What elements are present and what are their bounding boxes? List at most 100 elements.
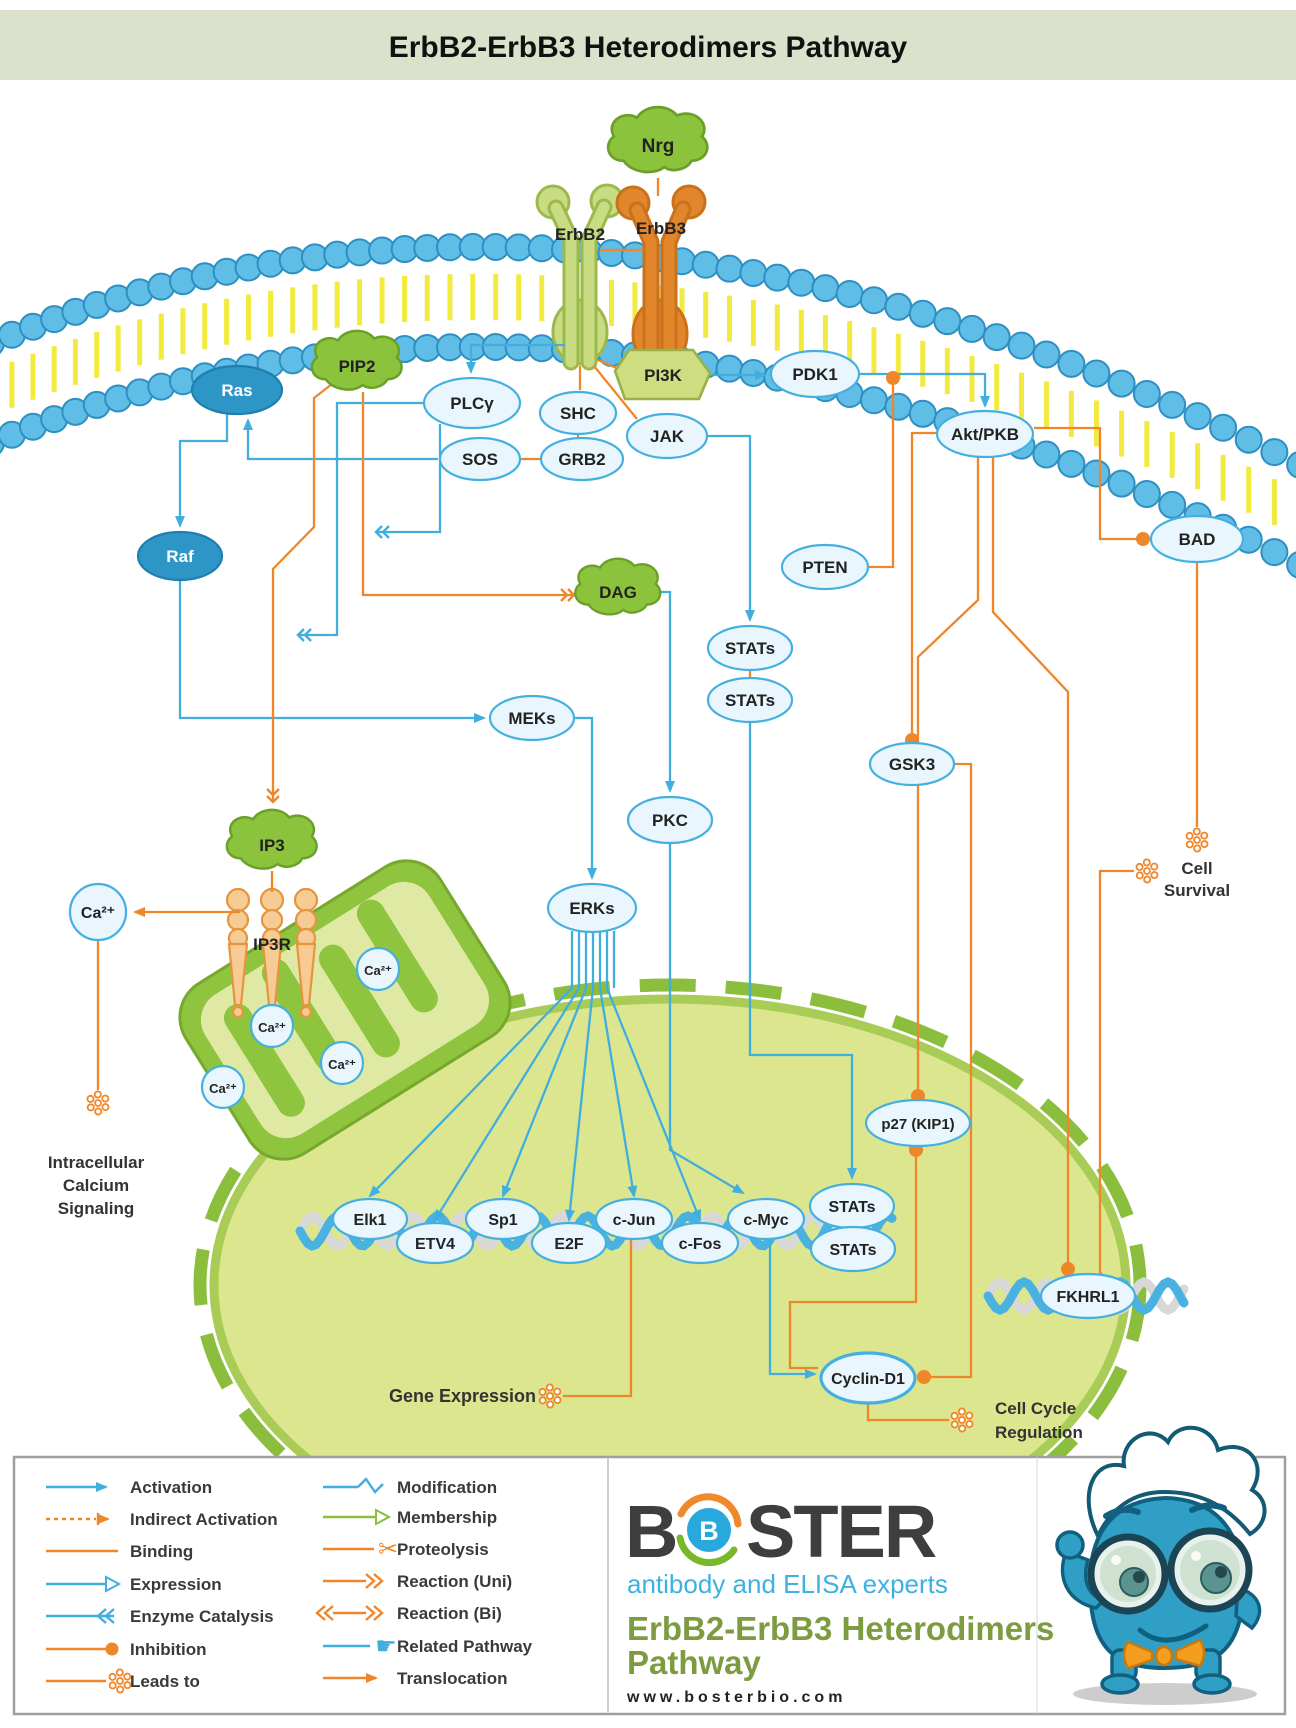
node-label-erks: ERKs xyxy=(569,899,614,918)
node-label-raf: Raf xyxy=(166,547,194,566)
receptor-erbb3 xyxy=(615,184,707,381)
logo-letters-ster: STER xyxy=(746,1490,936,1573)
intracellular-line1: Intracellular xyxy=(48,1153,145,1172)
svg-text:✂: ✂ xyxy=(378,1536,398,1563)
node-nrg: Nrg xyxy=(606,105,709,174)
node-label-cyclind1: Cyclin-D1 xyxy=(831,1371,905,1388)
node-label-cfos: c-Fos xyxy=(679,1236,722,1253)
legend-inhibition: Inhibition xyxy=(130,1640,206,1659)
node-label-cmyc: c-Myc xyxy=(743,1212,788,1229)
node-erks: ERKs xyxy=(546,882,638,934)
title-bar: ErbB2-ErbB3 Heterodimers Pathway xyxy=(0,10,1296,80)
node-label-ca-er1: Ca²⁺ xyxy=(364,963,392,978)
node-pten: PTEN xyxy=(780,543,870,591)
node-label-sp1: Sp1 xyxy=(488,1212,517,1229)
mascot-eyebrow-left xyxy=(1103,1506,1141,1519)
node-ip3: IP3 xyxy=(225,808,318,870)
node-label-pip2: PIP2 xyxy=(339,357,376,376)
node-p27: p27 (KIP1) xyxy=(864,1098,972,1148)
node-label-stats3: STATs xyxy=(828,1199,875,1216)
mascot xyxy=(1055,1425,1267,1705)
node-label-grb2: GRB2 xyxy=(558,450,605,469)
node-plcg: PLCγ xyxy=(422,376,522,430)
mascot-bowtie-knot xyxy=(1154,1645,1174,1667)
mascot-eye-left xyxy=(1119,1567,1149,1597)
node-label-plcg: PLCγ xyxy=(450,394,494,413)
node-label-sos: SOS xyxy=(462,450,498,469)
legend-membership: Membership xyxy=(397,1508,497,1527)
ip3r-label: IP3R xyxy=(253,935,291,954)
node-etv4: ETV4 xyxy=(395,1221,475,1265)
ip3r-channels xyxy=(225,887,319,1019)
node-ca-er4: Ca²⁺ xyxy=(200,1064,246,1110)
node-label-stats2: STATs xyxy=(725,691,775,710)
legend-labels: Activation Indirect Activation Binding E… xyxy=(130,1478,533,1691)
boster-logo: B B STER antibody and ELISA experts ErbB… xyxy=(625,1490,1054,1706)
node-pdk1: PDK1 xyxy=(769,349,861,399)
node-label-bad: BAD xyxy=(1179,530,1216,549)
node-label-stats1: STATs xyxy=(725,639,775,658)
node-label-pi3k: PI3K xyxy=(644,366,683,385)
node-sos: SOS xyxy=(438,436,522,482)
legend-indirect-activation: Indirect Activation xyxy=(130,1510,278,1529)
node-dag: DAG xyxy=(574,557,662,616)
node-ca-er2: Ca²⁺ xyxy=(249,1003,295,1049)
node-bad: BAD xyxy=(1149,514,1245,564)
node-pkc: PKC xyxy=(626,795,714,845)
legend-proteolysis: Proteolysis xyxy=(397,1540,489,1559)
logo-tagline: antibody and ELISA experts xyxy=(627,1569,948,1599)
node-label-fkhrl1: FKHRL1 xyxy=(1056,1289,1119,1306)
node-e2f: E2F xyxy=(530,1221,608,1265)
node-label-meks: MEKs xyxy=(508,709,555,728)
node-sp1: Sp1 xyxy=(464,1197,542,1241)
logo-letter-b: B xyxy=(625,1490,678,1573)
mascot-foot-right xyxy=(1192,1673,1232,1695)
node-label-pten: PTEN xyxy=(802,558,847,577)
node-label-jak: JAK xyxy=(650,427,685,446)
intracellular-line3: Signaling xyxy=(58,1199,135,1218)
node-elk1: Elk1 xyxy=(331,1197,409,1241)
footer-pathway-title-2: Pathway xyxy=(627,1644,762,1681)
legend-reaction-uni: Reaction (Uni) xyxy=(397,1572,512,1591)
node-stats2: STATs xyxy=(706,676,794,724)
node-meks: MEKs xyxy=(488,694,576,742)
node-grb2: GRB2 xyxy=(539,436,625,482)
node-cmyc: c-Myc xyxy=(726,1197,806,1241)
node-label-ca-er2: Ca²⁺ xyxy=(258,1020,286,1035)
node-akt: Akt/PKB xyxy=(935,409,1035,459)
node-cyclind1: Cyclin-D1 xyxy=(819,1351,917,1405)
svg-text:☛: ☛ xyxy=(375,1633,397,1660)
mascot-bowtie-left xyxy=(1122,1640,1154,1670)
legend-translocation: Translocation xyxy=(397,1669,508,1688)
node-label-ip3: IP3 xyxy=(259,836,285,855)
cell-cycle-line2: Regulation xyxy=(995,1423,1083,1442)
node-shc: SHC xyxy=(538,390,618,436)
node-ca-er1: Ca²⁺ xyxy=(355,946,401,992)
cell-cycle-line1: Cell Cycle xyxy=(995,1399,1076,1418)
legend-modification: Modification xyxy=(397,1478,497,1497)
page-title: ErbB2-ErbB3 Heterodimers Pathway xyxy=(389,31,908,64)
node-label-gsk3: GSK3 xyxy=(889,755,935,774)
legend-enzyme-catalysis: Enzyme Catalysis xyxy=(130,1607,274,1626)
mascot-fist xyxy=(1055,1530,1085,1560)
node-label-ca-cyto: Ca²⁺ xyxy=(81,905,115,922)
legend-binding: Binding xyxy=(130,1542,193,1561)
legend-expression: Expression xyxy=(130,1575,222,1594)
node-label-e2f: E2F xyxy=(554,1236,584,1253)
node-label-dag: DAG xyxy=(599,583,637,602)
node-fkhrl1: FKHRL1 xyxy=(1039,1272,1137,1320)
node-label-ras: Ras xyxy=(221,381,252,400)
receptor-erbb2 xyxy=(535,183,625,371)
node-label-stats4: STATs xyxy=(829,1242,876,1259)
node-cfos: c-Fos xyxy=(660,1221,740,1265)
mascot-eyebrow-right xyxy=(1189,1502,1227,1513)
node-jak: JAK xyxy=(625,412,709,460)
node-label-pdk1: PDK1 xyxy=(792,365,837,384)
cell-survival-line1: Cell xyxy=(1181,859,1212,878)
footer-pathway-title-1: ErbB2-ErbB3 Heterodimers xyxy=(627,1610,1054,1647)
node-pip2: PIP2 xyxy=(310,329,403,391)
endoplasmic-reticulum xyxy=(178,859,512,1161)
node-label-ca-er3: Ca²⁺ xyxy=(328,1057,356,1072)
